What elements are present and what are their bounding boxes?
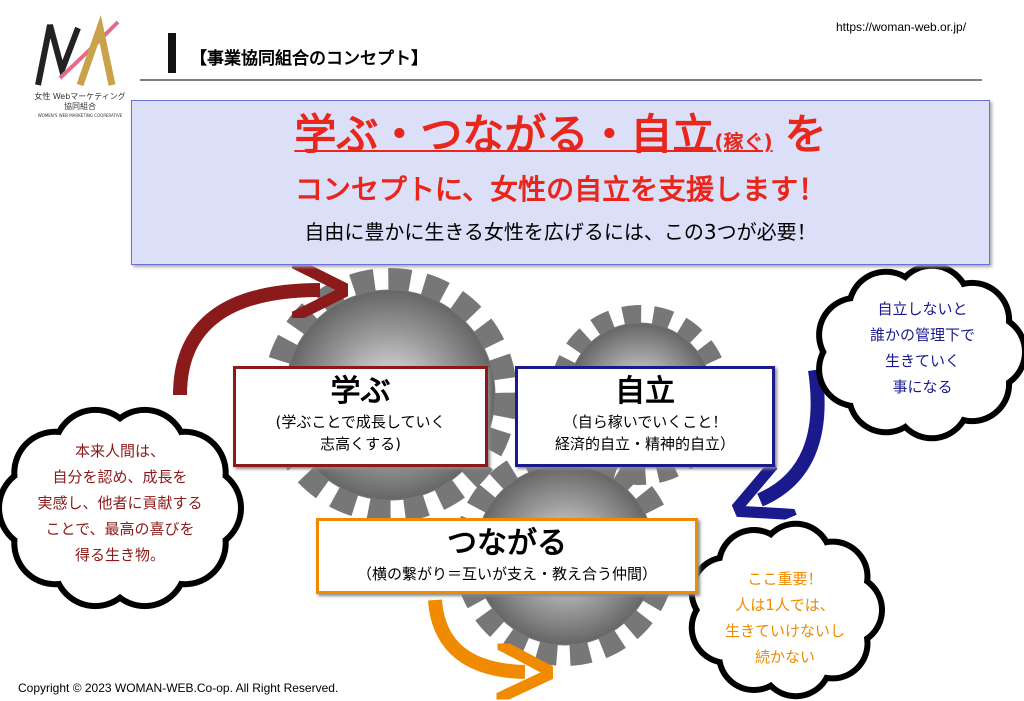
logo-text-en: WOMEN'S WEB MARKETING COOPERATIVE	[37, 113, 123, 118]
concept-banner: 学ぶ・つながる・自立(稼ぐ)を コンセプトに、女性の自立を支援します！ 自由に豊…	[131, 100, 990, 265]
arrow-learn	[173, 290, 320, 396]
gear-icon	[263, 268, 730, 666]
cloud-right-bottom	[688, 520, 885, 700]
cloud-right-bottom-text: ここ重要！人は1人では、生きていけないし続かない	[724, 570, 845, 666]
cloud-left	[0, 406, 244, 610]
logo-text: 女性 Webマーケティング 協同組合	[34, 92, 126, 111]
arrow-connect	[428, 599, 525, 672]
banner-subheadline: コンセプトに、女性の自立を支援します！	[294, 173, 827, 206]
cloud-left-text: 本来人間は、自分を認め、成長を実感し、他者に貢献することで、最高の喜びを得る生き…	[37, 442, 203, 564]
title-bar-accent	[168, 33, 176, 73]
cloud-right-top-text: 自立しないと誰かの管理下で生きていく事になる	[869, 300, 975, 396]
site-url[interactable]: https://woman-web.or.jp/	[836, 20, 967, 34]
copyright: Copyright © 2023 WOMAN-WEB.Co-op. All Ri…	[18, 681, 339, 695]
cloud-right-top	[816, 262, 1024, 442]
independence-box: 自立 （自ら稼いでいくこと！ 経済的自立・精神的自立）	[515, 366, 775, 467]
banner-caption: 自由に豊かに生きる女性を広げるには、この3つが必要！	[304, 220, 817, 244]
logo	[35, 15, 120, 87]
page-title: 【事業協同組合のコンセプト】	[190, 49, 428, 69]
learn-box: 学ぶ (学ぶことで成長していく 志高くする)	[233, 366, 488, 467]
banner-headline: 学ぶ・つながる・自立(稼ぐ)	[294, 110, 773, 159]
connect-box: つながる （横の繋がり＝互いが支え・教え合う仲間）	[316, 518, 698, 594]
arrow-independence	[760, 368, 825, 500]
